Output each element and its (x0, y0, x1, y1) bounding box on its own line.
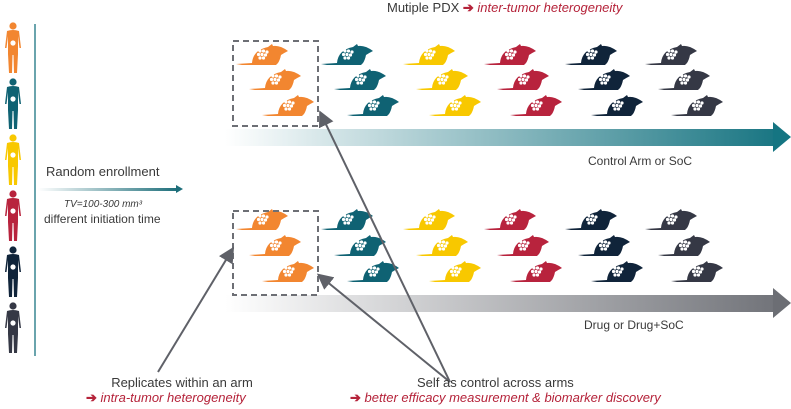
control-arm-arrow (225, 129, 775, 146)
mouse-icon (249, 235, 301, 256)
patient-icon (5, 190, 21, 241)
self-control-highlight: better efficacy measurement & biomarker … (364, 390, 661, 405)
mouse-icon (658, 235, 710, 256)
replicates-title: Replicates within an arm (111, 375, 253, 390)
mouse-icon (416, 235, 468, 256)
mouse-icon (334, 235, 386, 256)
mouse-icon (497, 235, 549, 256)
enrollment-arrow (38, 188, 178, 191)
self-control-annotation: Self as control across arms ➔ better eff… (350, 375, 670, 406)
mouse-icon (497, 69, 549, 90)
enrollment-title: Random enrollment (46, 164, 160, 179)
mouse-icon (429, 95, 481, 116)
replicates-highlight: intra-tumor heterogeneity (100, 390, 246, 405)
enrollment-arrow-head-icon (176, 185, 183, 193)
mouse-icon (262, 95, 314, 116)
drug-arm-label: Drug or Drug+SoC (584, 318, 684, 332)
mouse-icon (236, 44, 288, 65)
red-arrow-icon: ➔ (86, 390, 97, 405)
mouse-icon (416, 69, 468, 90)
patient-icon (5, 302, 21, 353)
mouse-icon (249, 69, 301, 90)
mouse-icon (403, 209, 455, 230)
mouse-icon (484, 44, 536, 65)
mouse-icon (565, 209, 617, 230)
mouse-icon (347, 261, 399, 282)
mouse-icon (578, 235, 630, 256)
mouse-icon (671, 95, 723, 116)
header-prefix: Mutiple PDX (387, 0, 460, 15)
drug-arm-arrow-head-icon (773, 288, 791, 318)
mouse-icon (347, 95, 399, 116)
mouse-icon (321, 44, 373, 65)
red-arrow-icon: ➔ (462, 0, 474, 15)
header-highlight: inter-tumor heterogeneity (477, 0, 623, 15)
mouse-icon (591, 261, 643, 282)
mouse-icon (578, 69, 630, 90)
red-arrow-icon: ➔ (350, 390, 361, 405)
mouse-icon (645, 44, 697, 65)
self-control-pointer-line-bottom (316, 273, 451, 383)
replicates-pointer-line (157, 246, 235, 373)
self-control-pointer-line-top (318, 110, 451, 383)
mouse-icon (321, 209, 373, 230)
mouse-icon (591, 95, 643, 116)
control-arm-label: Control Arm or SoC (588, 154, 693, 168)
mouse-icon (484, 209, 536, 230)
patient-icon (5, 134, 21, 185)
tv-label: TV=100-300 mm³ (64, 199, 143, 210)
mouse-icon (565, 44, 617, 65)
control-arm-arrow-head-icon (773, 122, 791, 152)
self-control-subtitle: ➔ better efficacy measurement & biomarke… (350, 390, 670, 406)
initiation-label: different initiation time (44, 212, 161, 226)
replicate-box-control (232, 40, 319, 127)
patient-divider (34, 24, 36, 356)
self-control-title: Self as control across arms (417, 375, 574, 390)
mouse-icon (262, 261, 314, 282)
mouse-icon (236, 209, 288, 230)
mouse-icon (334, 69, 386, 90)
header-caption: Mutiple PDX ➔ inter-tumor heterogeneity (387, 0, 622, 16)
mouse-icon (510, 95, 562, 116)
patient-silhouettes (5, 22, 21, 353)
replicates-subtitle: ➔ intra-tumor heterogeneity (86, 390, 282, 406)
mouse-icon (671, 261, 723, 282)
mouse-icon (510, 261, 562, 282)
mouse-icon (429, 261, 481, 282)
patient-icon (5, 78, 21, 129)
drug-arm-arrow (225, 295, 775, 312)
mouse-icon (645, 209, 697, 230)
patient-icon (5, 22, 21, 73)
replicates-annotation: Replicates within an arm ➔ intra-tumor h… (82, 375, 282, 406)
mouse-icon (658, 69, 710, 90)
patient-icon (5, 246, 21, 297)
mouse-icon (403, 44, 455, 65)
